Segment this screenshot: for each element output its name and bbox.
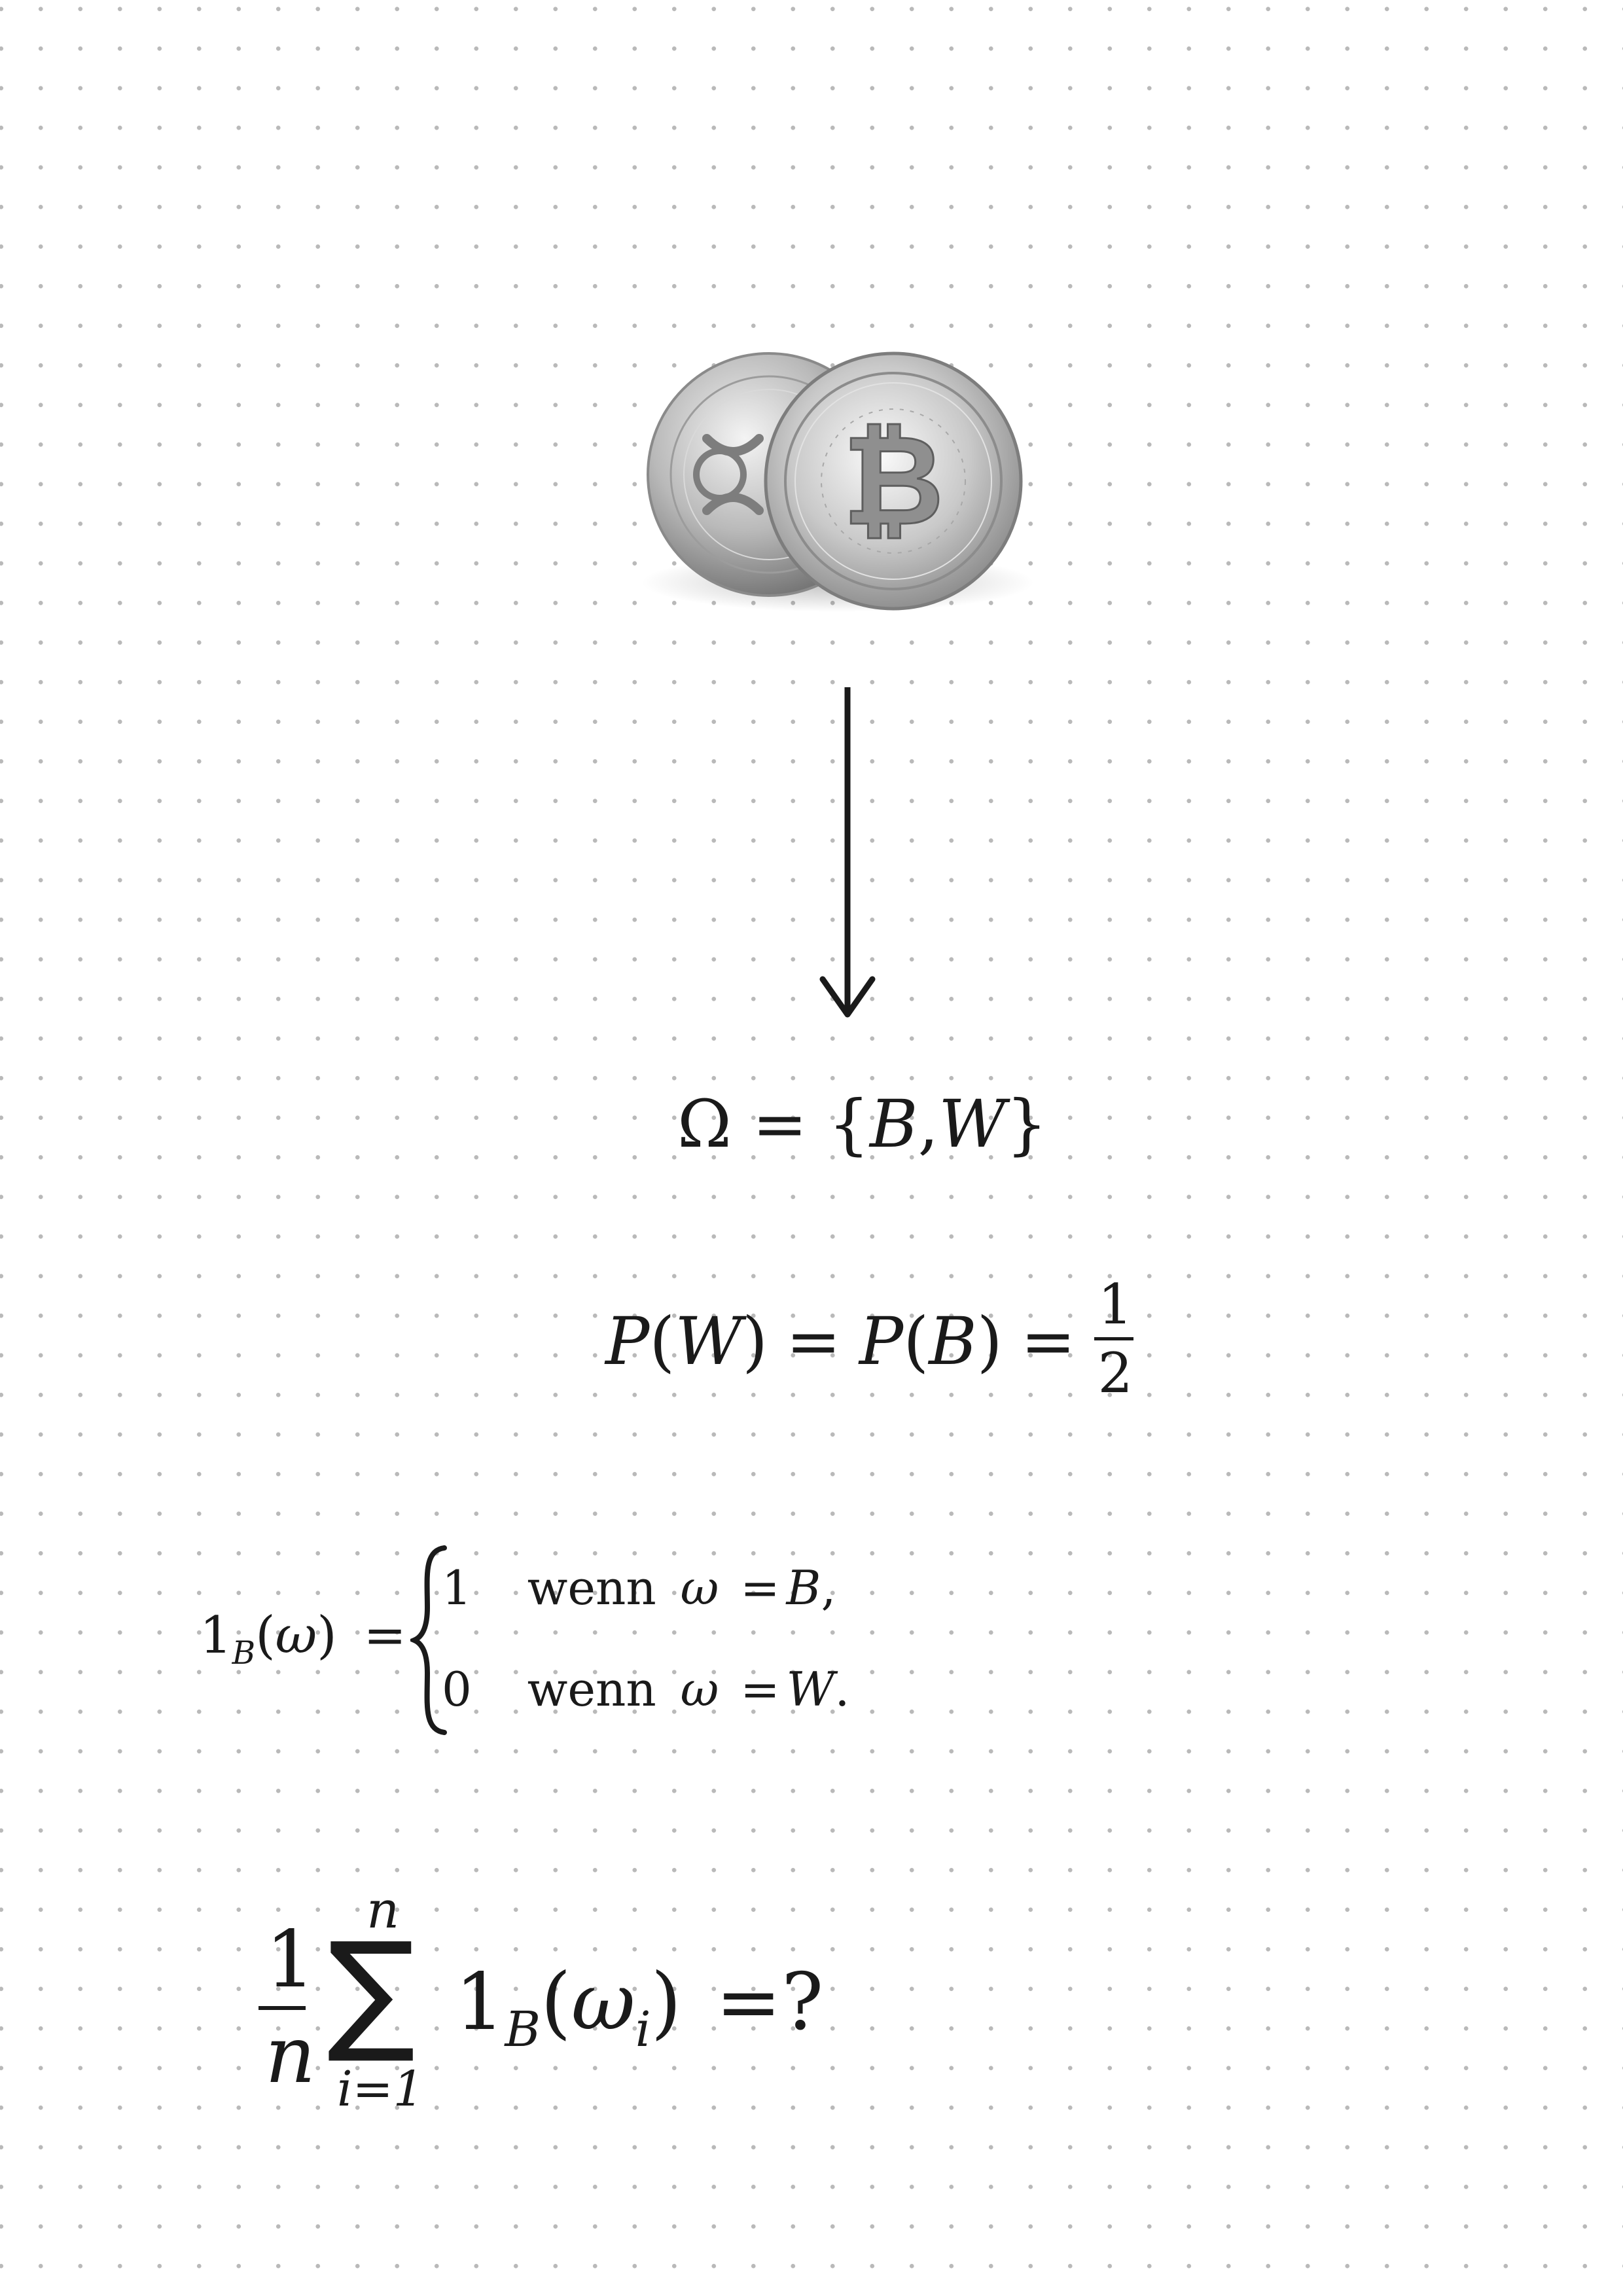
case-value: 1 xyxy=(442,1560,472,1615)
case-row-2: 0 wenn ω =W. xyxy=(442,1666,849,1713)
omega-variable: ω xyxy=(680,1662,719,1717)
sum-upper-limit: n xyxy=(366,1881,400,1940)
comma: , xyxy=(918,1086,939,1162)
equals-sign: = xyxy=(752,1086,808,1162)
coins-icon: ₿ xyxy=(641,351,1034,612)
case-punct: . xyxy=(834,1662,850,1717)
equals-sign: = xyxy=(786,1302,841,1380)
case-row-1: 1 wenn ω =B, xyxy=(442,1564,836,1611)
indicator-subscript: B xyxy=(505,2001,541,2058)
omega-symbol: Ω xyxy=(677,1086,732,1162)
bitcoin-coin-icon: ₿ xyxy=(764,351,1023,611)
sample-space-formula: Ω = {B,W} xyxy=(677,1092,1048,1157)
equals-sign: = xyxy=(363,1606,406,1665)
event-b: B xyxy=(929,1302,977,1380)
sigma-symbol: ∑ xyxy=(327,1914,416,2067)
numerator: 1 xyxy=(265,1914,315,2005)
one-half-fraction: 1 2 xyxy=(1094,1277,1137,1401)
omega-variable: ω xyxy=(571,1957,635,2048)
sum-lower-limit: i=1 xyxy=(337,2061,424,2117)
case-punct: , xyxy=(821,1560,836,1615)
case-word: wenn xyxy=(527,1662,656,1717)
coins-image: ₿ xyxy=(628,340,1047,615)
outcome-w: W xyxy=(938,1086,1007,1162)
left-brace xyxy=(410,1545,447,1735)
indicator-one: 1 xyxy=(200,1606,232,1665)
omega-variable: ω xyxy=(275,1606,317,1665)
indicator-one: 1 xyxy=(455,1957,505,2048)
one-over-n-fraction: 1 n xyxy=(259,1921,322,2095)
probability-formula: P(W) = P(B) = 1 2 xyxy=(605,1277,1137,1403)
down-arrow-icon xyxy=(819,687,876,1018)
case-condition: B xyxy=(786,1560,821,1615)
outcome-b: B xyxy=(869,1086,918,1162)
case-value: 0 xyxy=(442,1662,472,1717)
equals-sign: = xyxy=(715,1957,782,2048)
index-subscript: i xyxy=(635,2001,651,2058)
equals-sign: = xyxy=(740,1560,780,1615)
event-w: W xyxy=(675,1302,743,1380)
empirical-mean-formula: 1 n n ∑ i=1 1B(ωi) =? xyxy=(259,1885,913,2121)
equals-sign: = xyxy=(740,1662,780,1717)
case-condition: W xyxy=(786,1662,835,1717)
svg-text:₿: ₿ xyxy=(843,408,944,553)
equals-sign: = xyxy=(1020,1302,1076,1380)
numerator: 1 xyxy=(1097,1272,1133,1336)
open-brace: { xyxy=(828,1086,870,1162)
denominator: 2 xyxy=(1097,1341,1133,1405)
case-word: wenn xyxy=(527,1560,656,1615)
p-symbol: P xyxy=(859,1302,904,1380)
p-symbol: P xyxy=(605,1302,650,1380)
indicator-function: 1B(ω) = 1 wenn ω =B, 0 wenn ω =W. xyxy=(200,1541,849,1738)
close-brace: } xyxy=(1006,1086,1048,1162)
indicator-subscript: B xyxy=(232,1634,256,1672)
denominator: n xyxy=(265,2010,316,2101)
omega-variable: ω xyxy=(680,1560,719,1615)
question-mark: ? xyxy=(781,1957,824,2048)
